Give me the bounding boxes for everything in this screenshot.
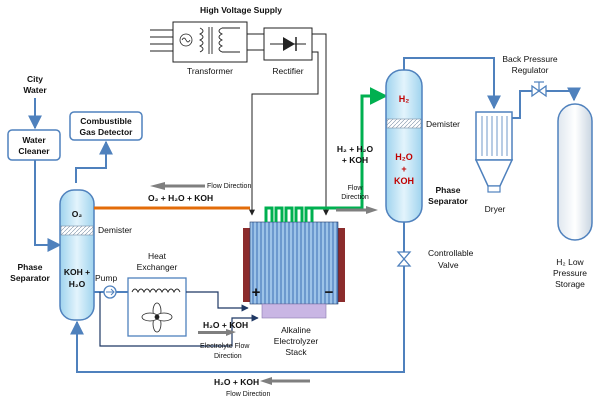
h2-flow-arrow <box>336 206 378 214</box>
transformer-label: Transformer <box>187 66 233 76</box>
left-demister-label: Demister <box>98 225 132 235</box>
dryer <box>474 111 514 193</box>
cleaned-water-pipe <box>34 160 62 252</box>
h2-outlet-pipe <box>312 87 388 210</box>
bottom-return-pipe <box>70 266 405 373</box>
bottom-flow-content: H₂O + KOH <box>214 377 259 387</box>
electrolyte-feed-pipe <box>99 292 259 347</box>
right-phase-separator <box>385 69 423 223</box>
dryer-label: Dryer <box>485 204 506 214</box>
controllable-valve-label-2: Valve <box>438 260 459 270</box>
high-voltage-supply-label: High Voltage Supply <box>200 5 282 15</box>
right-separator-koh: KOH <box>394 176 414 186</box>
gas-detector-box <box>69 111 143 141</box>
fan-icon <box>141 302 173 333</box>
h2-flow-dir-label: Flow <box>348 185 364 192</box>
electrolyzer-stack <box>243 206 345 319</box>
electrolyte-flow-label: Electrolyte Flow <box>200 343 250 350</box>
heat-exchanger-label-2: Exchanger <box>137 262 178 272</box>
o2-flow-direction-label: Flow Direction <box>207 183 251 190</box>
right-separator-h2: H₂ <box>399 94 410 104</box>
back-pressure-regulator-icon <box>531 81 547 98</box>
stack-label-2: Electrolyzer <box>274 336 319 346</box>
right-phase-separator-label-2: Separator <box>428 196 468 206</box>
heat-exchanger-label: Heat <box>148 251 167 261</box>
transformer-icon <box>179 27 240 54</box>
dc-wires <box>249 33 329 216</box>
water-cleaner-label: Water <box>22 135 46 145</box>
bottom-flow-arrow <box>260 377 310 385</box>
controllable-valve-icon[interactable] <box>396 251 412 267</box>
right-separator-h2o: H₂O <box>395 152 413 162</box>
controllable-valve-label: Controllable <box>428 248 474 258</box>
h2-flow-content: H₂ + H₂O <box>337 144 374 154</box>
left-separator-o2: O₂ <box>72 209 83 219</box>
right-phase-separator-label: Phase <box>435 185 460 195</box>
pump-icon[interactable] <box>103 285 117 299</box>
bottom-flow-direction-label: Flow Direction <box>226 391 270 398</box>
heat-exchanger <box>127 277 187 337</box>
gas-detector-label: Combustible <box>80 116 132 126</box>
o2-flow-arrow <box>150 182 205 190</box>
exchanger-to-stack-pipe <box>186 291 249 312</box>
h2-storage-tank <box>557 103 593 241</box>
h2-flow-content-2: + KOH <box>342 155 368 165</box>
back-pressure-label: Back Pressure <box>502 54 558 64</box>
electrolyte-flow-label-2: Direction <box>214 353 242 360</box>
diode-icon <box>270 37 306 51</box>
stack-minus-terminal: − <box>325 284 334 301</box>
regulator-to-storage-pipe <box>546 87 581 102</box>
h2-to-dryer-pipe <box>403 57 501 110</box>
back-pressure-label-2: Regulator <box>512 65 549 75</box>
water-cleaner-label-2: Cleaner <box>18 146 50 156</box>
right-demister-label: Demister <box>426 119 460 129</box>
left-separator-koh: KOH + <box>64 267 90 277</box>
ac-input-wires <box>150 29 173 52</box>
stack-label: Alkaline <box>281 325 311 335</box>
city-water-label: City <box>27 74 43 84</box>
storage-label-2: Pressure <box>553 268 587 278</box>
rectifier-label: Rectifier <box>272 66 303 76</box>
h2-flow-dir-label-2: Direction <box>341 194 369 201</box>
detector-vent-pipe <box>75 140 113 183</box>
electrolyte-flow-arrow <box>198 329 236 336</box>
left-phase-separator <box>59 189 95 321</box>
city-water-label-2: Water <box>23 85 47 95</box>
electrolyte-flow-content: H₂O + KOH <box>203 320 248 330</box>
stack-plus-terminal: + <box>252 284 261 301</box>
storage-label-3: Storage <box>555 279 585 289</box>
left-separator-h2o: H₂O <box>69 279 86 289</box>
pump-label: Pump <box>95 273 117 283</box>
left-phase-separator-label: Phase <box>17 262 42 272</box>
right-separator-plus: + <box>401 164 406 174</box>
dryer-outlet-pipe <box>512 90 532 119</box>
transformer-box <box>172 21 248 63</box>
storage-label: H₂ Low <box>556 257 584 267</box>
left-phase-separator-label-2: Separator <box>10 273 50 283</box>
gas-detector-label-2: Gas Detector <box>80 127 134 137</box>
o2-flow-content: O₂ + H₂O + KOH <box>148 193 213 203</box>
stack-label-3: Stack <box>285 347 307 357</box>
